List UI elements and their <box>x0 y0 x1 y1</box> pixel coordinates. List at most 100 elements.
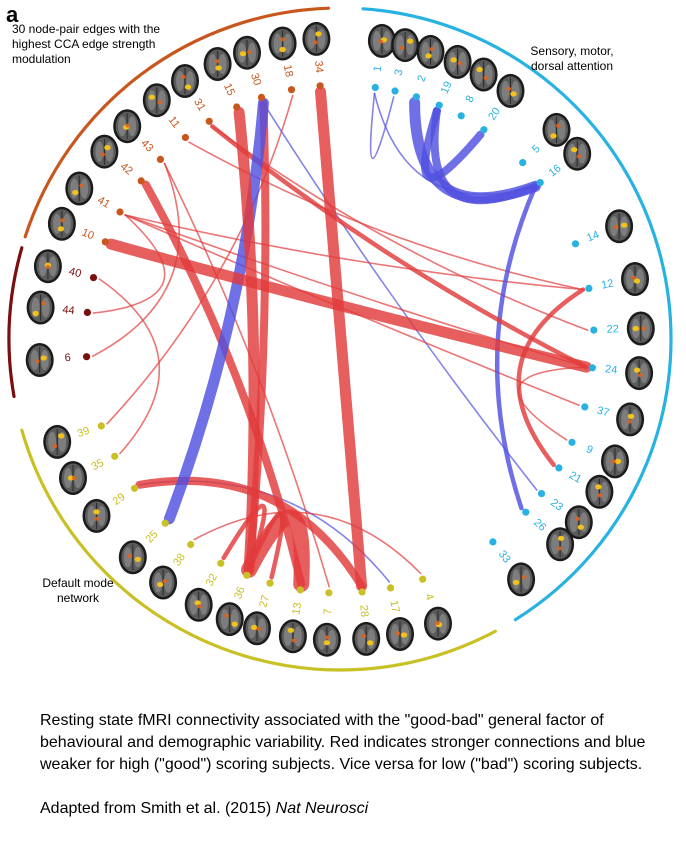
node-dot <box>537 490 546 498</box>
brain-slice-thumbnail <box>564 505 593 540</box>
stronger-connection-edge <box>241 509 310 592</box>
node-dot <box>181 133 189 142</box>
brain-slice-thumbnail <box>142 83 171 118</box>
caption-credit: Adapted from Smith et al. (2015) Nat Neu… <box>40 798 650 820</box>
node-number-label: 39 <box>76 425 92 440</box>
node-number-label: 29 <box>111 491 128 508</box>
node-dot <box>205 117 213 125</box>
weaker-connection-edge <box>409 97 541 204</box>
node-number-label: 4 <box>422 592 435 602</box>
node-number-label: 15 <box>221 82 237 98</box>
node-number-label: 22 <box>606 323 619 335</box>
brain-slice-thumbnail <box>243 611 271 646</box>
node-number-label: 36 <box>232 585 248 601</box>
node-dot <box>522 508 530 516</box>
node-number-label: 10 <box>80 227 96 243</box>
node-dot <box>296 586 304 594</box>
node-number-label: 27 <box>257 594 272 609</box>
stronger-connection-edge <box>91 162 180 358</box>
node-number-label: 24 <box>604 363 618 376</box>
node-dot <box>266 579 274 587</box>
node-number-label: 42 <box>118 161 135 178</box>
node-number-label: 2 <box>415 74 428 83</box>
stronger-connection-edge <box>124 214 584 291</box>
brain-slice-thumbnail <box>605 209 634 244</box>
panel-label: a <box>6 2 19 27</box>
node-number-label: 21 <box>567 469 584 486</box>
brain-slice-thumbnail <box>621 262 649 296</box>
brain-slice-thumbnail <box>203 47 232 81</box>
stronger-connection-edge <box>92 214 166 314</box>
node-dot <box>568 438 576 446</box>
node-number-label: 30 <box>248 72 263 87</box>
node-number-label: 43 <box>138 137 155 154</box>
brain-slice-thumbnail <box>507 562 536 597</box>
brain-slice-thumbnail <box>469 57 498 92</box>
node-dot <box>391 87 399 95</box>
node-number-label: 44 <box>62 304 75 317</box>
node-number-label: 33 <box>496 548 513 565</box>
node-number-label: 38 <box>171 551 188 568</box>
node-dot <box>489 538 497 546</box>
node-dot <box>588 364 597 372</box>
node-number-label: 7 <box>322 608 334 615</box>
brain-slice-thumbnail <box>118 540 147 575</box>
brain-slice-thumbnail <box>601 444 629 479</box>
brain-slice-thumbnail <box>302 21 331 56</box>
weaker-connection-edge <box>262 102 538 491</box>
node-number-label: 14 <box>585 229 601 245</box>
brain-slice-thumbnail <box>149 565 178 600</box>
node-number-label: 8 <box>464 94 477 105</box>
brain-slice-thumbnail <box>546 527 575 562</box>
node-dot <box>233 103 241 111</box>
node-dot <box>161 519 169 527</box>
connection-edges <box>91 86 592 592</box>
node-number-label: 34 <box>312 60 325 73</box>
node-dot <box>287 86 296 94</box>
node-number-label: 40 <box>68 266 83 281</box>
sensory-group-arc <box>361 7 673 622</box>
weaker-connection-edge <box>163 97 269 525</box>
brain-slice-thumbnail <box>312 622 341 657</box>
node-dot <box>419 575 427 583</box>
node-dot <box>97 422 105 430</box>
node-number-label: 5 <box>530 143 543 156</box>
node-dot <box>257 93 266 101</box>
node-number-label: 19 <box>439 80 455 96</box>
node-dot <box>480 126 488 134</box>
brain-slice-thumbnail <box>625 356 654 391</box>
node-dot <box>581 403 589 411</box>
stronger-connection-edge <box>315 86 368 592</box>
node-dot <box>571 240 580 248</box>
node-dot <box>217 559 225 567</box>
node-dot <box>111 452 119 460</box>
stronger-connection-edge <box>135 476 366 591</box>
brain-slice-thumbnail <box>171 64 199 98</box>
figure-caption: Resting state fMRI connectivity associat… <box>40 710 650 820</box>
brain-slice-thumbnail <box>386 617 414 651</box>
brain-slice-thumbnail <box>443 44 472 79</box>
brain-slice-thumbnail <box>352 621 381 656</box>
weaker-connection-edge <box>369 92 395 160</box>
brain-slice-thumbnail <box>215 602 244 637</box>
node-dot <box>89 274 98 282</box>
node-dot <box>316 82 324 90</box>
node-dot <box>243 571 251 579</box>
node-number-label: 13 <box>290 602 304 616</box>
stronger-connection-edge <box>233 106 260 576</box>
node-dot <box>435 101 443 109</box>
stronger-connection-edge <box>193 511 422 575</box>
node-dot <box>130 484 139 492</box>
node-dot <box>101 238 109 246</box>
brain-slice-thumbnail <box>82 498 111 533</box>
brain-slice-thumbnail <box>268 26 297 61</box>
node-dot <box>519 159 527 167</box>
default-mode-group-label: Default mode network <box>42 576 114 605</box>
node-dot <box>156 155 164 163</box>
node-number-label: 31 <box>191 97 208 114</box>
node-number-label: 18 <box>281 64 295 78</box>
node-number-label: 16 <box>547 162 564 179</box>
node-number-label: 28 <box>357 604 370 617</box>
